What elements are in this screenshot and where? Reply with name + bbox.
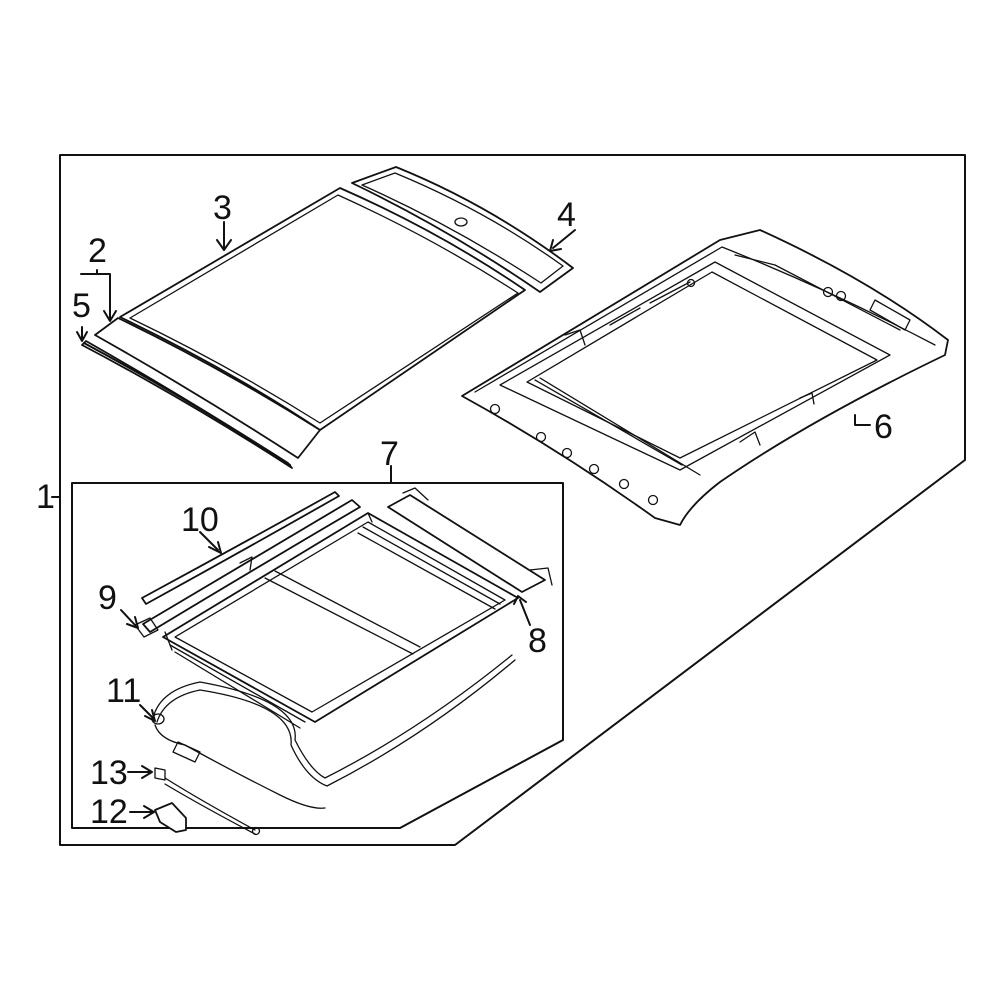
callout-9: 9 (98, 579, 117, 617)
slide-rail (134, 499, 361, 638)
seal-strip (81, 340, 293, 469)
front-bar (387, 487, 553, 593)
drain-hose (151, 654, 516, 809)
callout-5: 5 (72, 287, 91, 325)
subassembly-frame (71, 482, 564, 829)
callout-8: 8 (528, 622, 547, 660)
sliding-glass-panel (119, 187, 526, 431)
callout-11: 11 (106, 672, 141, 710)
hose-clip (154, 767, 261, 836)
guide-rail (141, 491, 340, 605)
callout-2: 2 (88, 232, 107, 270)
leader-lines (51, 221, 871, 819)
callout-7: 7 (380, 435, 399, 473)
callout-3: 3 (213, 189, 232, 227)
callout-6: 6 (874, 408, 893, 446)
callout-12: 12 (90, 793, 128, 831)
callout-4: 4 (557, 196, 576, 234)
connector (154, 802, 187, 833)
assembly-frame (59, 154, 966, 846)
rear-glass-panel (351, 166, 574, 293)
front-deflector-panel (94, 317, 321, 459)
roof-frame (461, 229, 949, 526)
callout-13: 13 (90, 754, 128, 792)
callout-10: 10 (181, 501, 219, 539)
callout-1: 1 (36, 478, 55, 516)
